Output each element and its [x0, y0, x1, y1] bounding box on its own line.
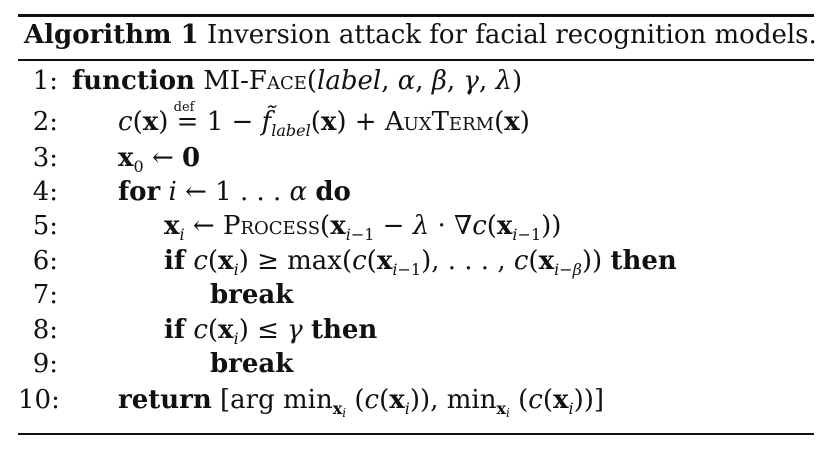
aux-term-name: AuxTerm	[384, 107, 495, 137]
algo-line-4: 4: for i ← 1 . . . α do	[18, 175, 814, 209]
line-code: xi ← Process(xi−1 − λ · ∇c(xi−1))	[164, 211, 562, 244]
keyword-if: if	[164, 315, 186, 345]
function-name: MI-Face	[203, 66, 307, 96]
top-rule	[18, 14, 814, 17]
keyword-function: function	[72, 66, 195, 96]
algo-line-10: 10: return [arg minxi (c(xi)), minxi (c(…	[18, 383, 814, 420]
line-number: 6:	[32, 246, 58, 276]
keyword-for: for	[118, 177, 161, 207]
algo-line-2: 2: c(x) def= 1 − f̃label(x) + AuxTerm(x)	[18, 100, 814, 140]
line-number: 4:	[32, 177, 58, 207]
line-code: break	[210, 347, 293, 381]
bottom-rule	[18, 433, 814, 435]
line-number: 5:	[32, 211, 58, 241]
algo-line-7: 7: break	[18, 278, 814, 312]
algo-line-1: 1: function MI-Face(label, α, β, γ, λ)	[18, 64, 814, 98]
line-number: 9:	[32, 349, 58, 379]
caption-rule	[18, 59, 814, 61]
line-code: function MI-Face(label, α, β, γ, λ)	[72, 66, 523, 96]
line-code: for i ← 1 . . . α do	[118, 177, 351, 207]
line-number: 7:	[32, 280, 58, 310]
line-number: 1:	[32, 66, 58, 96]
algo-line-9: 9: break	[18, 347, 814, 381]
line-number: 8:	[32, 315, 58, 345]
keyword-if: if	[164, 246, 186, 276]
keyword-then: then	[610, 246, 677, 276]
keyword-break: break	[210, 349, 294, 379]
line-code: if c(xi) ≤ γ then	[164, 315, 378, 348]
keyword-return: return	[118, 385, 212, 415]
algorithm-title: Inversion attack for facial recognition …	[206, 20, 817, 50]
process-name: Process	[222, 211, 321, 241]
keyword-break: break	[210, 280, 294, 310]
line-code: break	[210, 278, 293, 312]
line-number: 10:	[18, 385, 60, 415]
line-code: if c(xi) ≥ max(c(xi−1), . . . , c(xi−β))…	[164, 246, 677, 279]
algorithm-caption: Algorithm 1 Inversion attack for facial …	[24, 18, 817, 52]
algo-line-5: 5: xi ← Process(xi−1 − λ · ∇c(xi−1))	[18, 209, 814, 243]
keyword-then: then	[310, 315, 378, 345]
line-code: c(x) def= 1 − f̃label(x) + AuxTerm(x)	[118, 100, 530, 140]
algorithm-label: Algorithm 1	[24, 20, 199, 50]
algo-line-6: 6: if c(xi) ≥ max(c(xi−1), . . . , c(xi−…	[18, 244, 814, 278]
line-code: return [arg minxi (c(xi)), minxi (c(xi))…	[118, 385, 605, 420]
keyword-do: do	[315, 177, 351, 207]
line-number: 2:	[32, 107, 58, 137]
line-number: 3:	[32, 143, 58, 173]
line-code: x0 ← 0	[118, 143, 201, 176]
algo-line-3: 3: x0 ← 0	[18, 141, 814, 175]
algo-line-8: 8: if c(xi) ≤ γ then	[18, 313, 814, 347]
